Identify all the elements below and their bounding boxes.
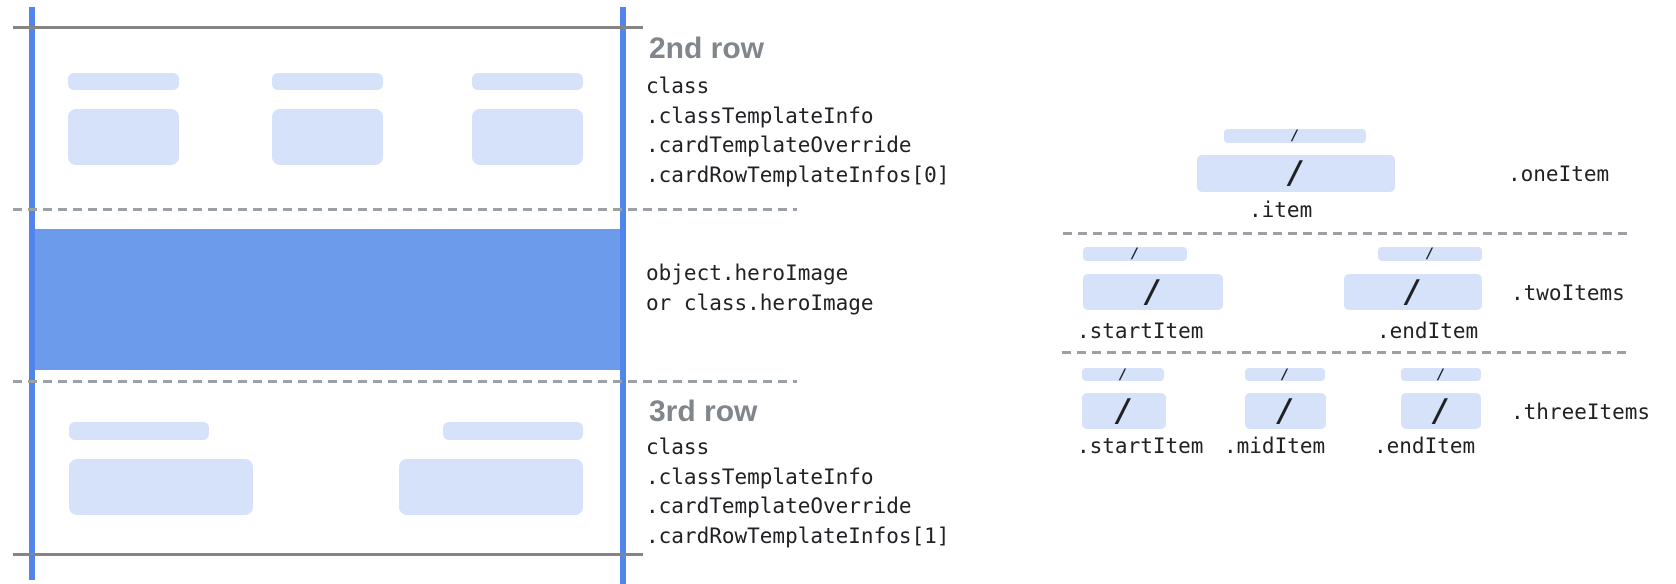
text-placeholder-slash: / [1114, 392, 1134, 429]
row3-col2-label-placeholder [443, 422, 583, 440]
hero-code-line: object.heroImage [646, 261, 849, 285]
legend-separator-dashed-line [1062, 351, 1629, 354]
row2-col3-body-placeholder [472, 109, 583, 165]
three-items-end-title-bar: / [1401, 366, 1481, 383]
two-items-start-title-bar: / [1083, 247, 1187, 261]
hero-code-block: object.heroImage or class.heroImage [646, 259, 874, 318]
three-items-row-label: .threeItems [1511, 400, 1651, 424]
card-left-edge-line [29, 7, 35, 580]
row2-code-block: class .classTemplateInfo .cardTemplateOv… [646, 72, 949, 190]
text-placeholder-slash: / [1276, 392, 1295, 429]
three-items-start-title-bar: / [1082, 366, 1164, 383]
one-item-row-label: .oneItem [1508, 162, 1610, 186]
text-placeholder-slash: / [1403, 273, 1423, 310]
one-item-title-bar: / [1224, 129, 1366, 143]
row2-code-line: .cardTemplateOverride [646, 133, 912, 157]
three-items-end-label: .endItem [1374, 434, 1476, 458]
row3-col2-body-placeholder [399, 459, 583, 515]
two-items-end-label: .endItem [1377, 319, 1479, 343]
one-item-field-label: .item [1249, 198, 1313, 222]
text-placeholder-slash: / [1286, 155, 1306, 191]
row3-code-line: .classTemplateInfo [646, 464, 874, 489]
row3-code-block: class .classTemplateInfo .cardTemplateOv… [646, 433, 949, 551]
text-placeholder-slash: / [1436, 366, 1446, 383]
text-placeholder-slash: / [1280, 366, 1290, 383]
row3-col1-label-placeholder [69, 422, 209, 440]
row2-col1-body-placeholder [68, 109, 179, 165]
two-items-end-body-bar: / [1344, 274, 1482, 310]
text-placeholder-slash: / [1143, 273, 1163, 310]
row2-separator-dashed-line [13, 208, 797, 211]
row2-col2-label-placeholder [272, 73, 383, 90]
text-placeholder-slash: / [1425, 246, 1435, 262]
three-items-mid-title-bar: / [1245, 366, 1325, 383]
three-items-start-body-bar: / [1082, 393, 1166, 429]
hero-image-band [35, 229, 620, 370]
hero-code-line: or class.heroImage [646, 290, 874, 315]
row3-code-line: class [646, 435, 710, 459]
row2-col3-label-placeholder [472, 73, 583, 90]
card-bottom-line [13, 553, 643, 556]
row2-col1-label-placeholder [68, 73, 179, 90]
legend-separator-dashed-line [1063, 232, 1629, 235]
row2-heading: 2nd row [649, 32, 765, 65]
text-placeholder-slash: / [1130, 246, 1140, 262]
three-items-end-body-bar: / [1401, 393, 1481, 429]
row3-heading: 3rd row [649, 395, 758, 428]
row3-code-line: .cardTemplateOverride [646, 494, 912, 518]
text-placeholder-slash: / [1431, 392, 1451, 429]
row2-col2-body-placeholder [272, 109, 383, 165]
row3-col1-body-placeholder [69, 459, 253, 515]
three-items-mid-body-bar: / [1245, 393, 1326, 429]
card-right-edge-line [620, 7, 626, 584]
row3-separator-dashed-line [13, 380, 797, 383]
card-top-line [13, 26, 643, 29]
two-items-row-label: .twoItems [1511, 281, 1625, 305]
two-items-end-title-bar: / [1378, 247, 1482, 261]
two-items-start-label: .startItem [1077, 319, 1204, 343]
text-placeholder-slash: / [1290, 128, 1300, 144]
three-items-mid-label: .midItem [1224, 434, 1326, 458]
row2-code-line: class [646, 74, 710, 98]
row2-code-line: .classTemplateInfo [646, 103, 874, 128]
one-item-body-bar: / [1197, 155, 1395, 192]
row2-code-line: .cardRowTemplateInfos[0] [646, 162, 950, 187]
three-items-start-label: .startItem [1077, 434, 1204, 458]
text-placeholder-slash: / [1118, 366, 1128, 383]
row3-code-line: .cardRowTemplateInfos[1] [646, 523, 950, 548]
two-items-start-body-bar: / [1083, 274, 1223, 310]
